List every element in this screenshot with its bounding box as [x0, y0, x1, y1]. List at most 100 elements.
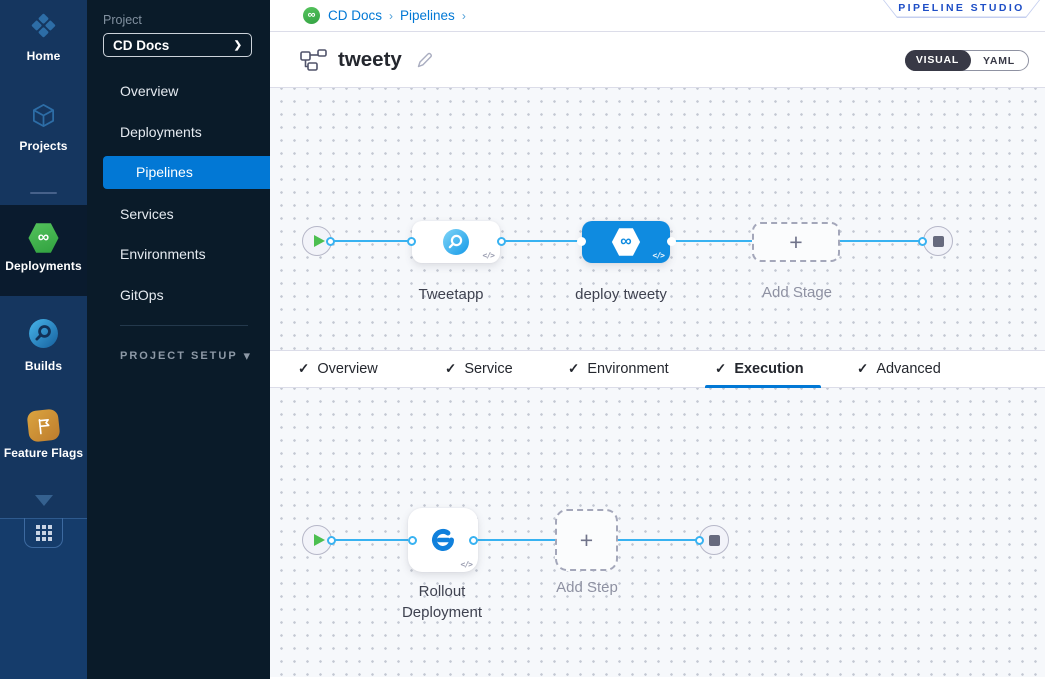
breadcrumb-separator: ›: [461, 8, 466, 23]
connector-dot: [325, 237, 335, 246]
step-label[interactable]: Rollout Deployment: [401, 583, 483, 621]
builds-ci-icon: [28, 318, 59, 349]
pipeline-studio-badge-label: PIPELINE STUDIO: [898, 2, 1025, 15]
deployments-cd-icon: ∞: [28, 222, 60, 254]
tab-overview[interactable]: ✓Overview: [298, 361, 378, 377]
connector-dot: [468, 536, 478, 545]
add-step-button[interactable]: +: [555, 509, 618, 571]
apps-grid-icon: [35, 524, 52, 541]
execution-end-node: [699, 525, 729, 555]
edit-pencil-icon[interactable]: [416, 51, 434, 69]
pipeline-title: tweety: [338, 47, 402, 71]
play-icon: [313, 534, 325, 546]
rail-divider: [30, 192, 57, 194]
stop-icon: [708, 534, 720, 546]
breadcrumb-link-pipelines[interactable]: Pipelines: [400, 8, 455, 23]
connector-dot: [326, 536, 336, 545]
stage-label[interactable]: deploy tweety: [575, 286, 667, 303]
rail-label: Feature Flags: [3, 446, 84, 460]
sidebar-item-pipelines[interactable]: Pipelines: [103, 156, 270, 189]
main-content: ∞ CD Docs › Pipelines › PIPELINE STUDIO …: [270, 0, 1045, 679]
connector-dot: [666, 237, 676, 246]
connector-dot: [407, 536, 417, 545]
rail-bottom-section: [0, 518, 87, 679]
toggle-visual[interactable]: VISUAL: [904, 49, 971, 71]
active-tab-underline: [705, 385, 821, 388]
play-icon: [313, 235, 325, 247]
project-label: Project: [103, 13, 142, 27]
code-view-icon[interactable]: </>: [460, 560, 473, 569]
rail-label: Deployments: [5, 259, 82, 273]
visual-yaml-toggle[interactable]: VISUAL YAML: [904, 49, 1029, 71]
pipeline-end-node: [923, 226, 953, 256]
projects-cube-icon: [30, 102, 57, 129]
connector-dot: [576, 237, 586, 246]
rail-item-home[interactable]: Home: [0, 12, 87, 63]
pipeline-graph-icon: [300, 48, 327, 71]
stop-icon: [932, 235, 944, 247]
rail-item-feature-flags[interactable]: Feature Flags: [0, 408, 87, 460]
build-stage-icon: [443, 229, 469, 255]
project-name: CD Docs: [113, 37, 170, 53]
connector-dot: [917, 237, 927, 246]
project-setup-toggle[interactable]: PROJECT SETUP ▾: [120, 348, 250, 364]
pipeline-studio-badge: PIPELINE STUDIO: [883, 0, 1040, 18]
sidebar-item-services[interactable]: Services: [120, 206, 174, 222]
stage-node-deploy-tweety[interactable]: ∞ </>: [582, 221, 670, 263]
project-selector[interactable]: CD Docs ❯: [103, 33, 252, 57]
chevron-down-icon: ▾: [243, 348, 250, 363]
sidebar-divider: [120, 325, 248, 326]
tab-execution[interactable]: ✓Execution: [715, 361, 804, 377]
breadcrumb-separator: ›: [389, 8, 394, 23]
add-stage-label[interactable]: Add Stage: [761, 284, 833, 301]
toggle-yaml[interactable]: YAML: [983, 54, 1015, 67]
chevron-right-icon: ❯: [233, 39, 242, 51]
check-icon: ✓: [298, 361, 310, 376]
stage-node-tweetapp[interactable]: </>: [412, 221, 500, 263]
add-stage-button[interactable]: +: [752, 222, 840, 262]
breadcrumb-link-project[interactable]: CD Docs: [328, 8, 383, 23]
check-icon: ✓: [445, 361, 457, 376]
step-connector-line: [317, 539, 714, 541]
rail-more-chevron-icon[interactable]: [35, 495, 53, 506]
check-icon: ✓: [568, 361, 580, 376]
tab-service[interactable]: ✓Service: [445, 361, 513, 377]
rail-item-deployments[interactable]: ∞ Deployments: [0, 205, 87, 296]
step-node-rollout-deployment[interactable]: </>: [408, 508, 478, 572]
module-rail: Home Projects ∞ Deployments Builds: [0, 0, 87, 679]
sidebar-item-environments[interactable]: Environments: [120, 246, 206, 262]
code-view-icon[interactable]: </>: [652, 251, 665, 260]
connector-dot: [694, 536, 704, 545]
sidebar-item-gitops[interactable]: GitOps: [120, 287, 164, 303]
deploy-stage-icon: ∞: [611, 228, 641, 256]
project-setup-label: PROJECT SETUP: [120, 350, 238, 362]
project-sidebar: Project CD Docs ❯ Overview Deployments P…: [87, 0, 270, 679]
add-step-label[interactable]: Add Step: [556, 579, 618, 596]
rail-item-builds[interactable]: Builds: [0, 318, 87, 373]
plus-icon: +: [789, 228, 803, 255]
stage-label[interactable]: Tweetapp: [418, 286, 484, 303]
feature-flags-icon: [26, 408, 61, 443]
pipeline-header: tweety VISUAL YAML: [270, 32, 1045, 88]
rail-label: Builds: [24, 359, 63, 373]
stage-canvas[interactable]: </> ∞ </> + Tweetapp deploy tweety Add S…: [270, 88, 1045, 350]
connector-dot: [406, 237, 416, 246]
rollout-step-icon: [432, 528, 454, 551]
sidebar-item-overview[interactable]: Overview: [120, 83, 179, 99]
stage-tabs: ✓Overview ✓Service ✓Environment ✓Executi…: [270, 350, 1045, 388]
rail-label: Home: [26, 49, 61, 63]
code-view-icon[interactable]: </>: [482, 251, 495, 260]
check-icon: ✓: [857, 361, 869, 376]
connector-dot: [496, 237, 506, 246]
rail-item-projects[interactable]: Projects: [0, 102, 87, 153]
rail-label: Projects: [19, 139, 68, 153]
home-icon: [30, 12, 57, 39]
breadcrumb: ∞ CD Docs › Pipelines › PIPELINE STUDIO: [270, 0, 1045, 32]
tab-environment[interactable]: ✓Environment: [568, 361, 669, 377]
tab-advanced[interactable]: ✓Advanced: [857, 361, 941, 377]
execution-canvas[interactable]: </> + Rollout Deployment Add Step: [270, 388, 1045, 677]
sidebar-item-deployments[interactable]: Deployments: [120, 124, 202, 140]
apps-grid-button[interactable]: [24, 518, 63, 548]
plus-icon: +: [579, 526, 594, 553]
